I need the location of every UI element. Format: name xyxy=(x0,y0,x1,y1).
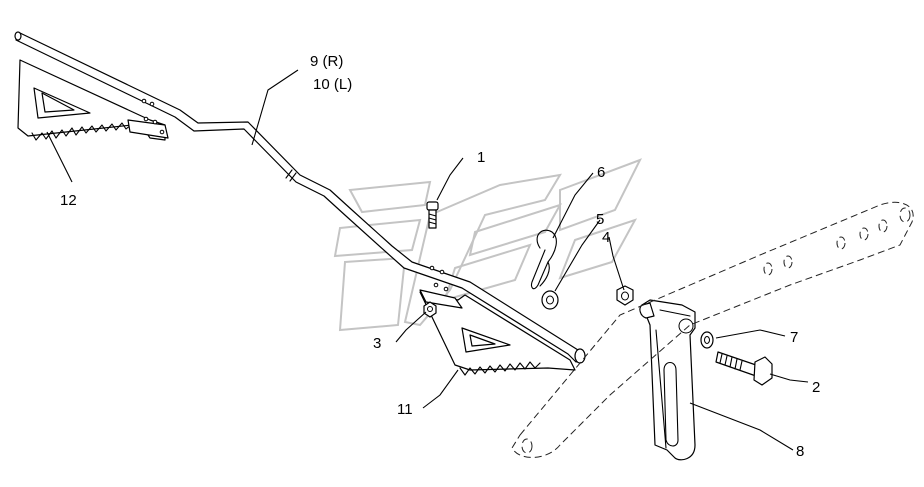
bolt-part-1 xyxy=(426,201,439,229)
callout-1: 1 xyxy=(477,149,485,166)
leader-lines xyxy=(46,69,809,451)
callout-2: 2 xyxy=(812,379,820,396)
callout-12: 12 xyxy=(60,192,77,209)
callout-11: 11 xyxy=(397,401,413,418)
callout-8: 8 xyxy=(796,443,804,460)
spacer-part-7 xyxy=(700,331,714,349)
callout-4: 4 xyxy=(602,229,610,246)
watermark-logo xyxy=(333,158,643,332)
hex-bolt-part-2 xyxy=(715,351,773,386)
lower-link-arm-dashed xyxy=(511,201,914,458)
washer-part-5 xyxy=(541,290,559,310)
callout-5: 5 xyxy=(596,211,604,228)
callout-10: 10 (L) xyxy=(313,76,352,93)
nut-part-4 xyxy=(616,285,634,306)
callout-7: 7 xyxy=(790,329,798,346)
callout-6: 6 xyxy=(597,164,605,181)
callout-labels: 1 2 3 4 5 6 7 8 9 (R) 10 (L) 11 12 xyxy=(60,53,820,460)
nut-part-3 xyxy=(423,301,437,318)
toothed-bracket-left xyxy=(17,59,169,141)
spring-clip-part-6 xyxy=(530,229,557,290)
toothed-bracket-right xyxy=(419,265,576,376)
callout-9: 9 (R) xyxy=(310,53,343,70)
callout-3: 3 xyxy=(373,335,381,352)
rod-assembly xyxy=(14,31,586,364)
slotted-plate-part-8 xyxy=(639,299,696,461)
